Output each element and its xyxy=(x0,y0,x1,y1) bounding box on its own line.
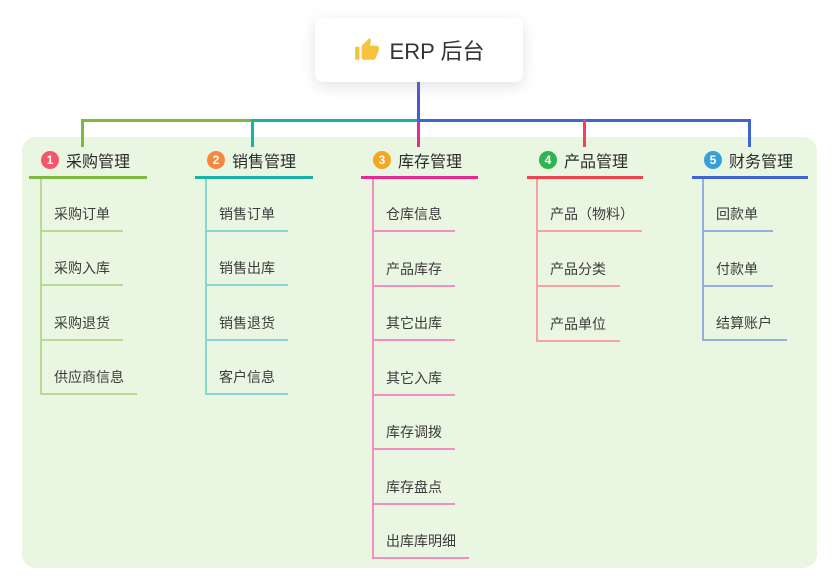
child-label: 产品（物料） xyxy=(550,206,634,222)
branch-badge: 1 xyxy=(41,150,59,169)
branch-trunk-line xyxy=(702,179,704,339)
child-label: 结算账户 xyxy=(716,315,772,331)
child-label: 仓库信息 xyxy=(386,206,442,222)
child-node[interactable]: 付款单 xyxy=(702,253,773,287)
child-label: 采购入库 xyxy=(54,260,110,276)
child-node[interactable]: 采购订单 xyxy=(40,198,123,232)
root-connector-line xyxy=(417,82,420,120)
canvas-panel xyxy=(22,137,817,568)
child-label: 产品单位 xyxy=(550,316,606,332)
branch-node-finance[interactable]: 5 财务管理 xyxy=(692,143,808,179)
branch-node-inventory[interactable]: 3 库存管理 xyxy=(361,143,478,179)
branch-label: 库存管理 xyxy=(398,153,463,171)
child-label: 采购订单 xyxy=(54,206,110,222)
child-label: 销售订单 xyxy=(219,206,275,222)
child-label: 回款单 xyxy=(716,206,758,222)
child-node[interactable]: 库存调拨 xyxy=(372,416,455,450)
child-node[interactable]: 销售出库 xyxy=(205,252,288,286)
branch-drop-line-2 xyxy=(251,119,254,147)
branch-badge: 2 xyxy=(207,150,225,169)
child-label: 其它入库 xyxy=(386,370,442,386)
branch-trunk-line xyxy=(536,179,538,340)
child-label: 采购退货 xyxy=(54,315,110,331)
branch-label: 采购管理 xyxy=(66,153,131,171)
branch-drop-line-4 xyxy=(583,119,586,147)
child-node[interactable]: 产品分类 xyxy=(536,253,620,287)
child-label: 出库库明细 xyxy=(386,533,456,549)
child-label: 付款单 xyxy=(716,261,758,277)
child-node[interactable]: 销售订单 xyxy=(205,198,288,232)
child-node[interactable]: 产品（物料） xyxy=(536,198,642,232)
child-label: 销售退货 xyxy=(219,315,275,331)
branch-drop-line-5 xyxy=(748,119,751,147)
child-label: 库存盘点 xyxy=(386,479,442,495)
branch-drop-line-1 xyxy=(81,119,84,147)
child-node[interactable]: 其它出库 xyxy=(372,307,455,341)
child-node[interactable]: 供应商信息 xyxy=(40,361,137,395)
branch-drop-line-3 xyxy=(417,122,420,147)
bus-segment-1 xyxy=(81,119,253,122)
child-node[interactable]: 回款单 xyxy=(702,198,773,232)
child-label: 其它出库 xyxy=(386,315,442,331)
child-label: 产品分类 xyxy=(550,261,606,277)
child-node[interactable]: 采购退货 xyxy=(40,307,123,341)
child-node[interactable]: 产品库存 xyxy=(372,253,455,287)
child-node[interactable]: 其它入库 xyxy=(372,362,455,396)
child-node[interactable]: 客户信息 xyxy=(205,361,288,395)
branch-node-purchase[interactable]: 1 采购管理 xyxy=(29,143,147,179)
child-label: 客户信息 xyxy=(219,369,275,385)
child-label: 销售出库 xyxy=(219,260,275,276)
branch-label: 财务管理 xyxy=(729,153,794,171)
child-node[interactable]: 出库库明细 xyxy=(372,525,469,559)
child-label: 库存调拨 xyxy=(386,424,442,440)
child-node[interactable]: 采购入库 xyxy=(40,252,123,286)
child-node[interactable]: 库存盘点 xyxy=(372,471,455,505)
branch-trunk-line xyxy=(205,179,207,393)
branch-label: 销售管理 xyxy=(232,153,297,171)
branch-badge: 3 xyxy=(373,150,391,169)
branch-trunk-line xyxy=(372,179,374,557)
child-node[interactable]: 销售退货 xyxy=(205,307,288,341)
branch-badge: 4 xyxy=(539,150,557,169)
root-title: ERP 后台 xyxy=(389,39,485,64)
root-node[interactable]: ERP 后台 xyxy=(315,18,523,82)
branch-label: 产品管理 xyxy=(564,153,629,171)
branch-node-product[interactable]: 4 产品管理 xyxy=(527,143,643,179)
bus-segment-2 xyxy=(251,119,419,122)
child-label: 供应商信息 xyxy=(54,369,124,385)
branch-trunk-line xyxy=(40,179,42,393)
thumbs-up-icon xyxy=(354,38,379,60)
child-label: 产品库存 xyxy=(386,261,442,277)
child-node[interactable]: 产品单位 xyxy=(536,308,620,342)
branch-node-sales[interactable]: 2 销售管理 xyxy=(195,143,313,179)
child-node[interactable]: 仓库信息 xyxy=(372,198,455,232)
child-node[interactable]: 结算账户 xyxy=(702,307,787,341)
branch-badge: 5 xyxy=(704,150,722,169)
